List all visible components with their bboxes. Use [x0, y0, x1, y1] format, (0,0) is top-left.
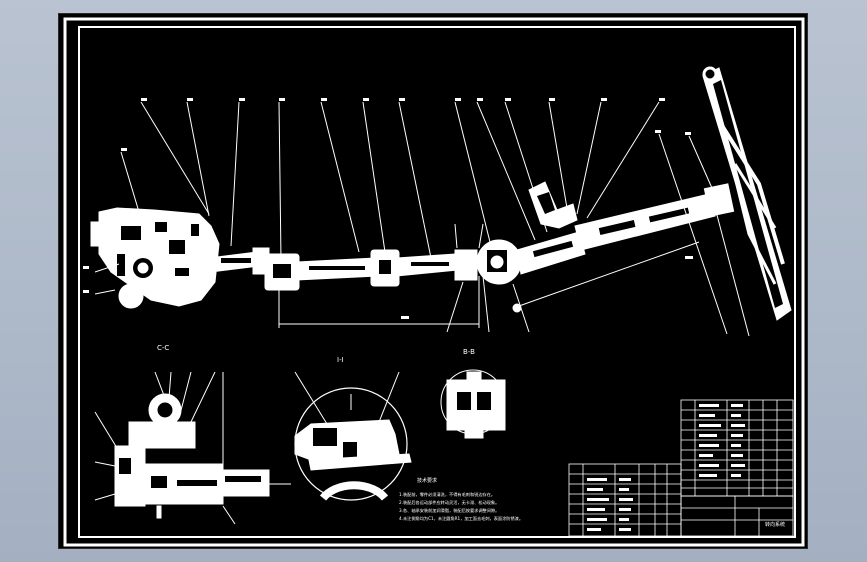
parts-list-table: [680, 399, 794, 497]
notes-title: 技术要求: [417, 477, 437, 484]
section-bb-label: B-B: [463, 348, 475, 356]
notes-line-3: 3.各、轴承安装前加润滑脂，装配后按要求调整间隙。: [399, 507, 499, 514]
notes-line-4: 4.未注倒角均为C1，未注圆角R1，加工面去毛刺，表面涂防锈漆。: [399, 515, 523, 522]
parts-list-table-2: [568, 463, 682, 537]
parts-list-marks: [699, 404, 745, 477]
outer-frame: [63, 17, 805, 547]
inner-frame: [78, 26, 796, 538]
leader-lines: [94, 101, 750, 337]
cad-drawing: C-C I-I B-B: [63, 17, 805, 547]
section-ii-label: I-I: [337, 356, 344, 364]
parts-list-2-marks: [587, 478, 633, 531]
section-cc-view: [94, 371, 291, 525]
technical-notes: 技术要求 1.装配前，零件必须清洗，不得有毛刺和锐边存在。 2.装配后各运动部件…: [399, 477, 523, 522]
main-assembly: [90, 66, 792, 321]
title-block: [680, 495, 794, 537]
dimension-line: [278, 276, 480, 328]
drawing-sheet: C-C I-I B-B: [58, 13, 808, 549]
title-block-name: 转向系统: [765, 521, 785, 528]
section-cc-label: C-C: [157, 344, 169, 352]
notes-line-1: 1.装配前，零件必须清洗，不得有毛刺和锐边存在。: [399, 491, 495, 498]
section-ii-view: [294, 371, 412, 501]
section-bb-view: [440, 369, 506, 439]
part-number-marks: [83, 98, 693, 319]
notes-line-2: 2.装配后各运动部件应转动灵活，无卡滞、松动现象。: [399, 499, 499, 506]
